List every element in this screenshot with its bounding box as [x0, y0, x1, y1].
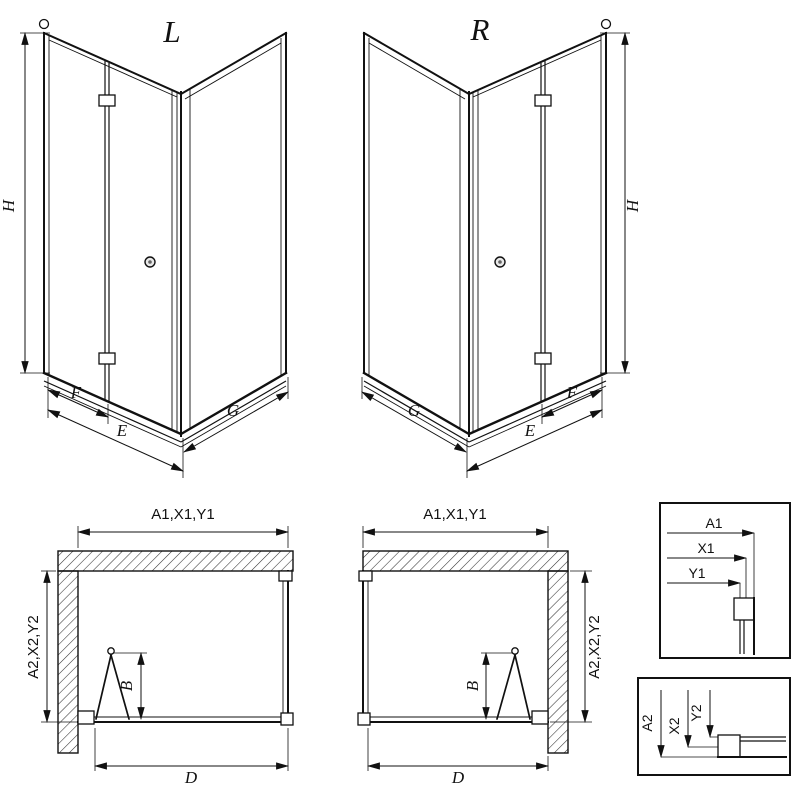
detail-label-a1: A1 — [705, 515, 722, 531]
plan-left-top-wall — [57, 550, 294, 572]
iso-right-drawing — [362, 20, 630, 479]
iso-left-drawing — [20, 18, 289, 478]
dim-label-f-left: F — [70, 383, 82, 402]
plan-left-fold-hinge — [107, 647, 115, 655]
dimension-lines-iso — [20, 31, 289, 478]
plan-right-corner-post — [357, 712, 371, 726]
dim-label-d-right-plan: D — [451, 768, 465, 787]
detail-box-bottom: A2 X2 Y2 — [637, 677, 791, 776]
plan-right-door-wall — [357, 647, 549, 726]
plan-left-dim-a1: A1,X1,Y1 — [76, 506, 290, 548]
dim-label-h-left: H — [0, 198, 18, 213]
dim-label-f-right: F — [566, 383, 578, 402]
plan-left-dim-d: D — [93, 728, 290, 787]
figure-label-left: L — [162, 14, 180, 49]
profile-cap-knob — [38, 18, 50, 30]
dim-label-e-right: E — [524, 421, 536, 440]
plan-left-dim-a2: A2,X2,Y2 — [25, 569, 77, 724]
wall-profile — [38, 18, 50, 375]
detail-bottom-profile — [661, 734, 787, 758]
plan-left-fixed-glass — [278, 570, 293, 723]
dim-label-g-right: G — [408, 401, 420, 420]
door-wall-glass — [42, 31, 183, 448]
dim-label-b-right-plan: B — [463, 680, 482, 691]
detail-top-profile — [733, 533, 755, 655]
dim-label-a1-right-plan: A1,X1,Y1 — [423, 506, 486, 523]
detail-box-top: A1 X1 Y1 — [659, 502, 791, 659]
plan-left-door-wall — [77, 647, 294, 726]
door-hinge-top — [98, 94, 116, 107]
plan-left-wall-profile — [77, 710, 95, 725]
detail-label-x1: X1 — [697, 540, 714, 556]
plan-right-side-wall — [547, 570, 569, 754]
detail-label-y2: Y2 — [688, 704, 704, 721]
plan-right-top-wall — [362, 550, 569, 572]
detail-label-a2: A2 — [639, 714, 655, 731]
detail-label-y1: Y1 — [688, 565, 705, 581]
dim-label-d-left-plan: D — [184, 768, 198, 787]
plan-left-dim-b: B — [114, 651, 147, 721]
dim-label-e-left: E — [116, 421, 128, 440]
plan-right-wall-profile — [531, 710, 549, 725]
door-hinge-bottom — [98, 352, 116, 365]
dim-label-a2-right-plan: A2,X2,Y2 — [586, 615, 603, 678]
plan-right-dim-b: B — [463, 651, 512, 721]
plan-right-dim-a1: A1,X1,Y1 — [361, 506, 550, 548]
plan-right-fixed-glass — [358, 570, 373, 723]
plan-right-figure: A1,X1,Y1 A2,X2,Y2 B D — [357, 506, 603, 787]
plan-right-dim-a2: A2,X2,Y2 — [550, 569, 603, 724]
detail-label-x2: X2 — [666, 717, 682, 734]
dim-label-g-left: G — [227, 401, 239, 420]
fixed-wall-glass — [179, 31, 288, 448]
dim-label-a2-left-plan: A2,X2,Y2 — [25, 615, 42, 678]
plan-left-side-wall — [57, 570, 79, 754]
plan-right-dim-d: D — [366, 728, 550, 787]
door-handle-dot — [148, 260, 152, 264]
plan-right-fold-hinge — [511, 647, 519, 655]
figure-label-right: R — [470, 12, 490, 47]
dim-label-b-left-plan: B — [117, 680, 136, 691]
dim-label-a1-left-plan: A1,X1,Y1 — [151, 506, 214, 523]
dim-label-h-right: H — [623, 198, 642, 213]
plan-left-figure: A1,X1,Y1 A2,X2,Y2 B D — [25, 506, 294, 787]
plan-left-corner-post — [280, 712, 294, 726]
